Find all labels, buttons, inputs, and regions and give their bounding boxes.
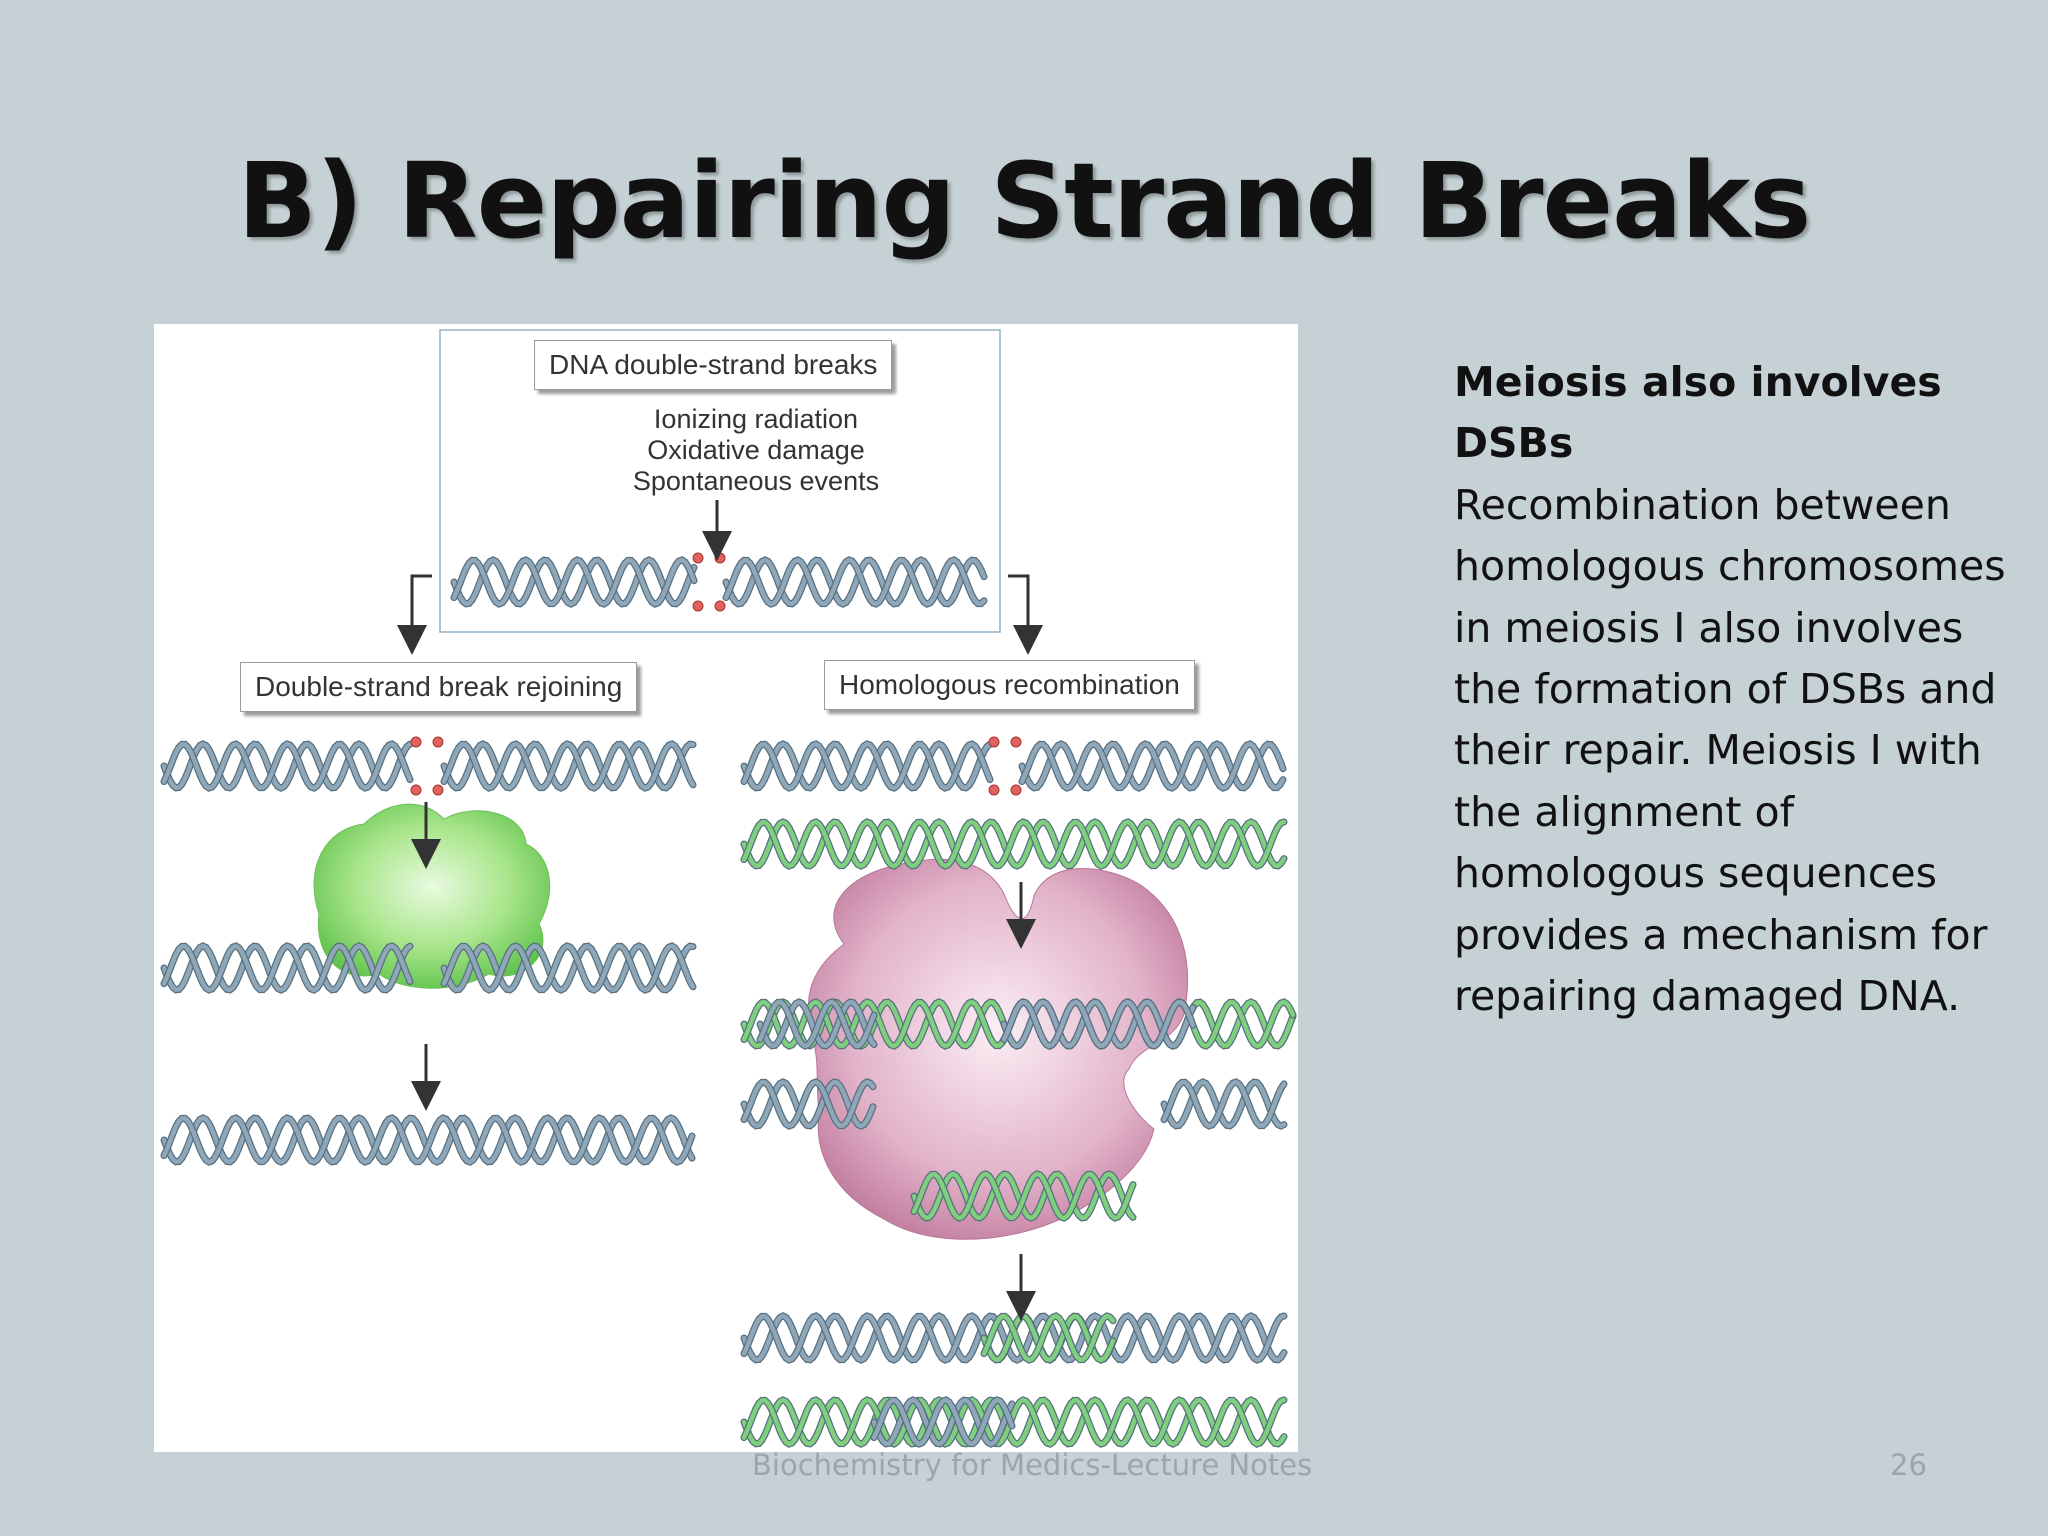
- dna-strand: [451, 557, 697, 607]
- dna-strand: [741, 1079, 876, 1129]
- dna-strand: [441, 943, 696, 993]
- dna-strand: [741, 741, 993, 791]
- slide-title: B) Repairing Strand Breaks: [237, 140, 1812, 262]
- dna-strand: [871, 1397, 1015, 1447]
- dna-strand: [741, 819, 1287, 869]
- dna-strand: [161, 741, 413, 791]
- break-site-icon: [410, 736, 422, 748]
- break-site-icon: [692, 600, 704, 612]
- footer-text: Biochemistry for Medics-Lecture Notes: [752, 1448, 1313, 1482]
- recombinase-protein-icon: [807, 858, 1189, 1240]
- break-site-icon: [714, 552, 726, 564]
- cause-item: Ionizing radiation: [653, 404, 859, 434]
- dna-strand: [451, 557, 697, 607]
- dna-strand: [1019, 741, 1286, 791]
- side-body: Recombination between homologous chromos…: [1454, 480, 2006, 1021]
- dna-strand: [911, 1171, 1136, 1221]
- dna-strand: [441, 741, 696, 791]
- helix-layer: [160, 552, 1297, 1448]
- break-site-icon: [432, 784, 444, 796]
- dna-strand: [981, 1313, 1116, 1363]
- side-text: Meiosis also involves DSBs Recombination…: [1454, 352, 2014, 1027]
- break-site-icon: [988, 784, 1000, 796]
- break-site-icon: [988, 736, 1000, 748]
- dna-strand: [1019, 741, 1286, 791]
- break-site-icon: [1010, 784, 1022, 796]
- side-heading: Meiosis also involves DSBs: [1454, 358, 1942, 468]
- cause-item: Spontaneous events: [632, 466, 880, 496]
- rejoining-label: Double-strand break rejoining: [240, 662, 638, 712]
- dna-strand: [757, 999, 877, 1049]
- dna-strand: [741, 741, 993, 791]
- break-site-icon: [1010, 736, 1022, 748]
- dna-strand: [723, 557, 987, 607]
- dna-strand: [161, 943, 413, 993]
- dna-strand: [161, 943, 413, 993]
- dna-strand: [1001, 999, 1196, 1049]
- dsb-repair-figure: DNA double-strand breaks Ionizing radiat…: [154, 324, 1298, 1452]
- dna-strand: [741, 1397, 1287, 1447]
- break-site-icon: [714, 600, 726, 612]
- dna-strand: [1161, 1079, 1287, 1129]
- dna-strand: [723, 557, 987, 607]
- dna-strand: [741, 1397, 1287, 1447]
- down-arrow-icon: [1008, 574, 1043, 655]
- break-site-icon: [432, 736, 444, 748]
- break-site-icon: [692, 552, 704, 564]
- dna-strand: [911, 1171, 1136, 1221]
- figure-drawing: [160, 329, 1297, 1448]
- dsb-causes-list: Ionizing radiation Oxidative damage Spon…: [536, 404, 976, 497]
- dna-strand: [161, 741, 413, 791]
- dna-strand: [161, 1115, 695, 1165]
- dna-strand: [441, 741, 696, 791]
- top-box-frame: [439, 329, 1001, 633]
- page-number: 26: [1890, 1448, 1927, 1482]
- break-site-icon: [410, 784, 422, 796]
- dna-strand: [741, 1313, 1287, 1363]
- dna-strand: [441, 943, 696, 993]
- cause-item: Oxidative damage: [647, 435, 865, 465]
- down-arrow-icon: [397, 574, 432, 655]
- recombination-label: Homologous recombination: [824, 660, 1195, 710]
- dna-strand: [871, 1397, 1015, 1447]
- dna-strand: [741, 819, 1287, 869]
- dna-strand: [1161, 1079, 1287, 1129]
- dsb-label: DNA double-strand breaks: [534, 340, 893, 390]
